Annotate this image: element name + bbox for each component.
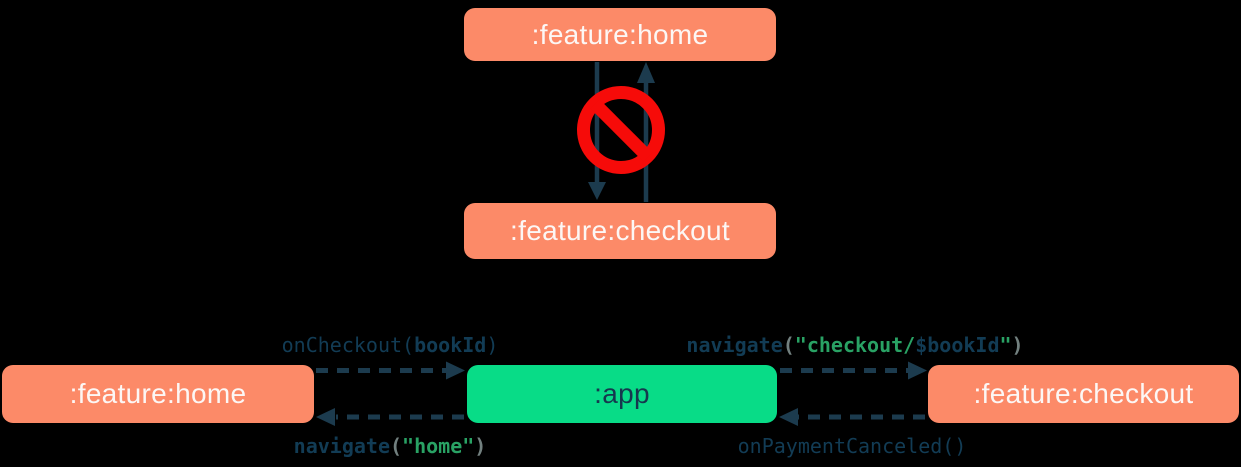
code-part: bookId bbox=[414, 333, 487, 357]
code-part: ) bbox=[474, 434, 487, 458]
edge-label-on-payment-canceled: onPaymentCanceled() bbox=[738, 434, 967, 458]
module-box-label: :feature:home bbox=[531, 18, 709, 50]
arrow-app-to-checkout bbox=[780, 361, 927, 380]
code-part: "home" bbox=[402, 434, 475, 458]
module-box-feature-home: :feature:home bbox=[2, 365, 314, 423]
code-part: ) bbox=[1011, 333, 1024, 357]
edge-label-navigate-home: navigate("home") bbox=[294, 434, 487, 458]
code-part: $bookId bbox=[915, 333, 1000, 357]
no-entry-icon bbox=[577, 86, 665, 174]
code-part: onPaymentCanceled() bbox=[737, 434, 967, 458]
code-part: ( bbox=[389, 434, 403, 458]
module-box-label: :feature:checkout bbox=[973, 378, 1194, 409]
code-part: onCheckout( bbox=[281, 333, 415, 357]
module-box-feature-checkout-top: :feature:checkout bbox=[464, 203, 776, 259]
edge-label-navigate-checkout: navigate("checkout/$bookId") bbox=[686, 333, 1023, 357]
edge-label-on-checkout: onCheckout(bookId) bbox=[282, 333, 499, 357]
code-part: navigate bbox=[686, 333, 783, 357]
module-box-feature-checkout: :feature:checkout bbox=[928, 365, 1239, 423]
arrow-home-to-app bbox=[316, 361, 465, 380]
code-part: ( bbox=[782, 333, 795, 357]
module-box-label: :feature:home bbox=[69, 378, 247, 409]
code-part: ) bbox=[486, 333, 499, 357]
arrow-app-to-home bbox=[316, 408, 464, 426]
code-part: " bbox=[999, 333, 1012, 357]
arrow-home-to-checkout bbox=[588, 62, 606, 200]
code-part: navigate bbox=[293, 434, 390, 458]
code-part: "checkout/ bbox=[794, 333, 916, 357]
module-box-feature-home-top: :feature:home bbox=[464, 8, 776, 61]
module-box-label: :app bbox=[594, 378, 650, 409]
module-box-app: :app bbox=[467, 365, 777, 423]
module-box-label: :feature:checkout bbox=[510, 215, 730, 246]
arrow-checkout-to-app bbox=[779, 408, 925, 426]
